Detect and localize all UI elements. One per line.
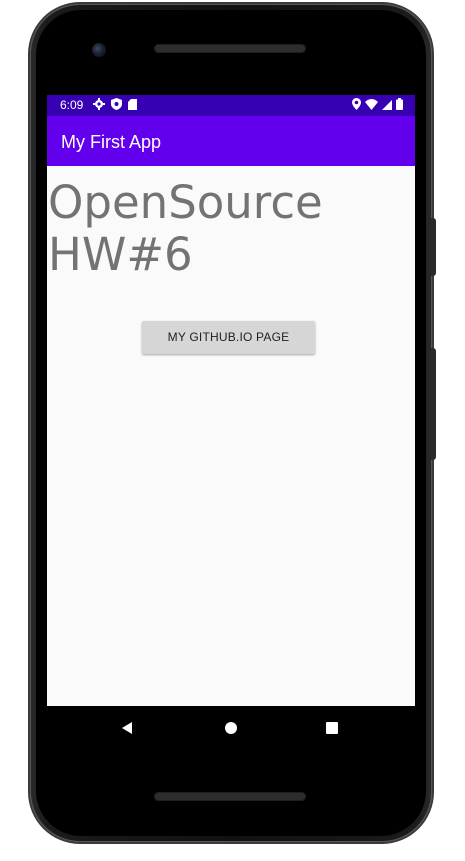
- page-heading: OpenSource HW#6: [48, 176, 323, 281]
- power-button: [431, 218, 436, 276]
- bottom-speaker: [154, 792, 306, 801]
- battery-icon: [396, 98, 403, 113]
- status-bar: 6:09: [47, 95, 415, 116]
- recents-icon[interactable]: [322, 718, 342, 738]
- shield-icon: [111, 98, 122, 113]
- status-time: 6:09: [60, 98, 84, 112]
- settings-icon: [93, 98, 105, 113]
- app-title: My First App: [61, 132, 162, 152]
- location-icon: [352, 98, 361, 113]
- status-icons-left: [93, 98, 137, 113]
- sd-card-icon: [128, 98, 137, 113]
- navigation-bar: [47, 706, 415, 748]
- status-icons-right: [352, 98, 403, 113]
- top-speaker: [154, 44, 306, 53]
- app-bar: My First App: [47, 116, 415, 166]
- signal-icon: [382, 99, 392, 113]
- wifi-icon: [365, 98, 378, 113]
- back-icon[interactable]: [117, 718, 137, 738]
- screen: 6:09: [47, 95, 415, 706]
- volume-button: [431, 348, 436, 460]
- github-page-button[interactable]: MY GITHUB.IO PAGE: [142, 321, 315, 354]
- front-camera: [92, 43, 106, 57]
- home-icon[interactable]: [221, 718, 241, 738]
